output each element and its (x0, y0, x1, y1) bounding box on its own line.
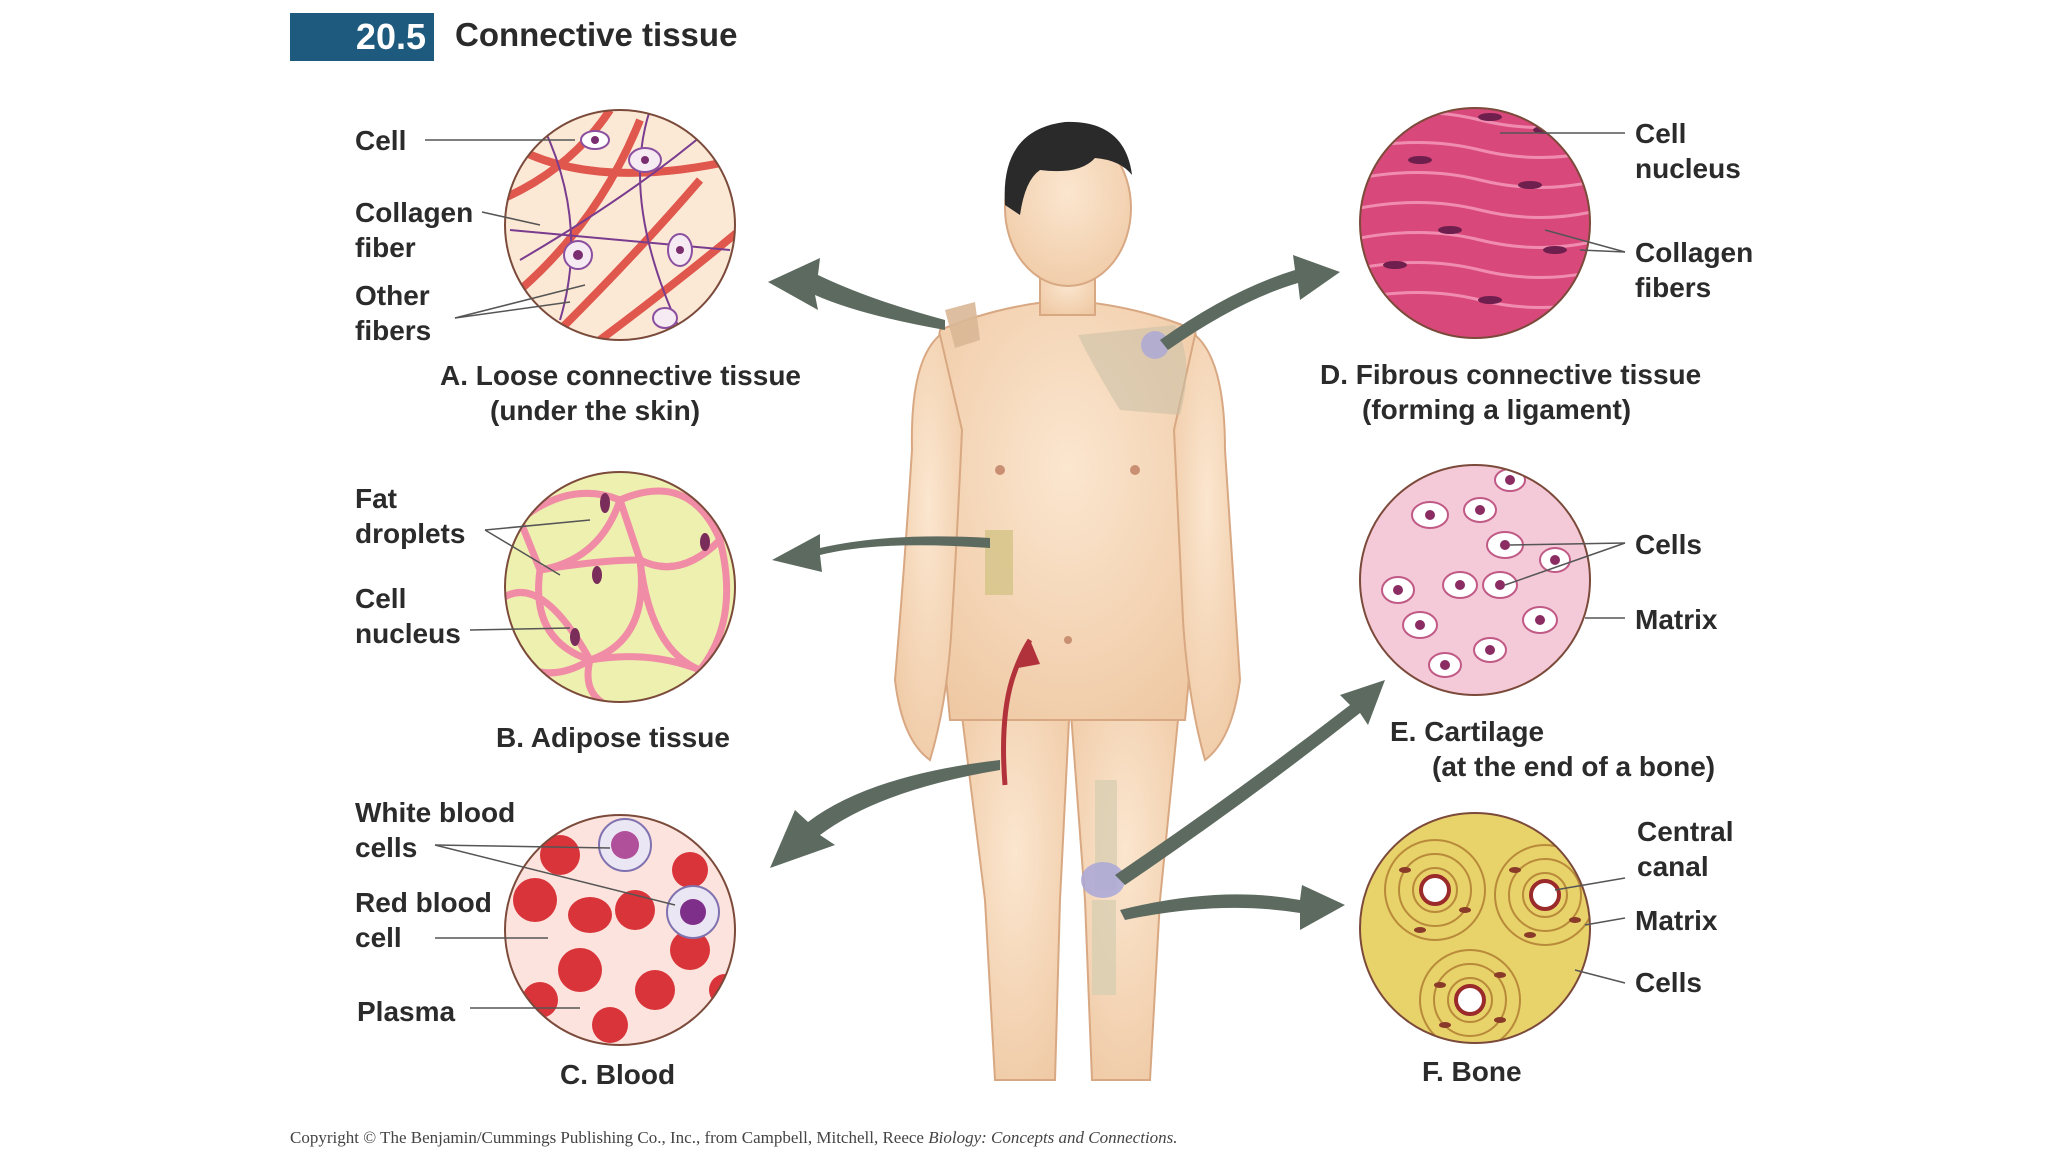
caption-fibrous-line2: (forming a ligament) (1362, 392, 1631, 427)
label-collagen-fibers-2: fibers (1635, 270, 1711, 305)
caption-loose-line1: A. Loose connective tissue (440, 358, 801, 393)
label-central-canal-1: Central (1637, 814, 1733, 849)
arrow-to-loose (768, 258, 945, 330)
left-nipple (995, 465, 1005, 475)
label-collagen-fibers-1: Collagen (1635, 235, 1753, 270)
blood-micrograph (505, 815, 741, 1045)
caption-blood: C. Blood (560, 1057, 675, 1092)
right-nipple (1130, 465, 1140, 475)
copyright-line: Copyright © The Benjamin/Cummings Publis… (290, 1128, 1178, 1148)
label-collagen-fiber-2: fiber (355, 230, 416, 265)
label-other-fibers-1: Other (355, 278, 430, 313)
caption-cartilage-line1: E. Cartilage (1390, 714, 1544, 749)
bone-micrograph (1360, 813, 1595, 1050)
caption-loose-line2: (under the skin) (490, 393, 700, 428)
caption-fibrous-line1: D. Fibrous connective tissue (1320, 357, 1701, 392)
label-e-cells: Cells (1635, 527, 1702, 562)
label-collagen-fiber-1: Collagen (355, 195, 473, 230)
label-cell-nucleus-2: nucleus (355, 616, 461, 651)
label-plasma: Plasma (357, 994, 455, 1029)
label-cell-nucleus-1: Cell (355, 581, 406, 616)
label-d-cell-nucleus-2: nucleus (1635, 151, 1741, 186)
human-figure (895, 122, 1240, 1080)
label-f-cells: Cells (1635, 965, 1702, 1000)
adipose-tissue-micrograph (500, 472, 735, 712)
label-cell: Cell (355, 123, 406, 158)
label-other-fibers-2: fibers (355, 313, 431, 348)
label-fat-droplets-2: droplets (355, 516, 465, 551)
caption-cartilage-line2: (at the end of a bone) (1432, 749, 1715, 784)
left-leg (960, 700, 1070, 1080)
label-red-blood-cell-1: Red blood (355, 885, 492, 920)
label-e-matrix: Matrix (1635, 602, 1717, 637)
caption-adipose: B. Adipose tissue (496, 720, 730, 755)
caption-bone: F. Bone (1422, 1054, 1522, 1089)
label-central-canal-2: canal (1637, 849, 1709, 884)
label-white-blood-cells-1: White blood (355, 795, 515, 830)
navel (1064, 636, 1072, 644)
label-f-matrix: Matrix (1635, 903, 1717, 938)
arrow-to-blood (770, 760, 1000, 868)
label-fat-droplets-1: Fat (355, 481, 397, 516)
copyright-text: Copyright © The Benjamin/Cummings Publis… (290, 1128, 924, 1147)
tibia-overlay (1092, 900, 1116, 995)
fibrous-tissue-micrograph (1350, 108, 1600, 338)
knee-cartilage-overlay (1081, 862, 1125, 898)
label-red-blood-cell-2: cell (355, 920, 402, 955)
loose-tissue-micrograph (500, 110, 740, 340)
cartilage-micrograph (1360, 465, 1590, 695)
label-white-blood-cells-2: cells (355, 830, 417, 865)
copyright-book-title: Biology: Concepts and Connections. (928, 1128, 1177, 1147)
arrow-to-fibrous (1160, 255, 1340, 350)
label-d-cell-nucleus-1: Cell (1635, 116, 1686, 151)
